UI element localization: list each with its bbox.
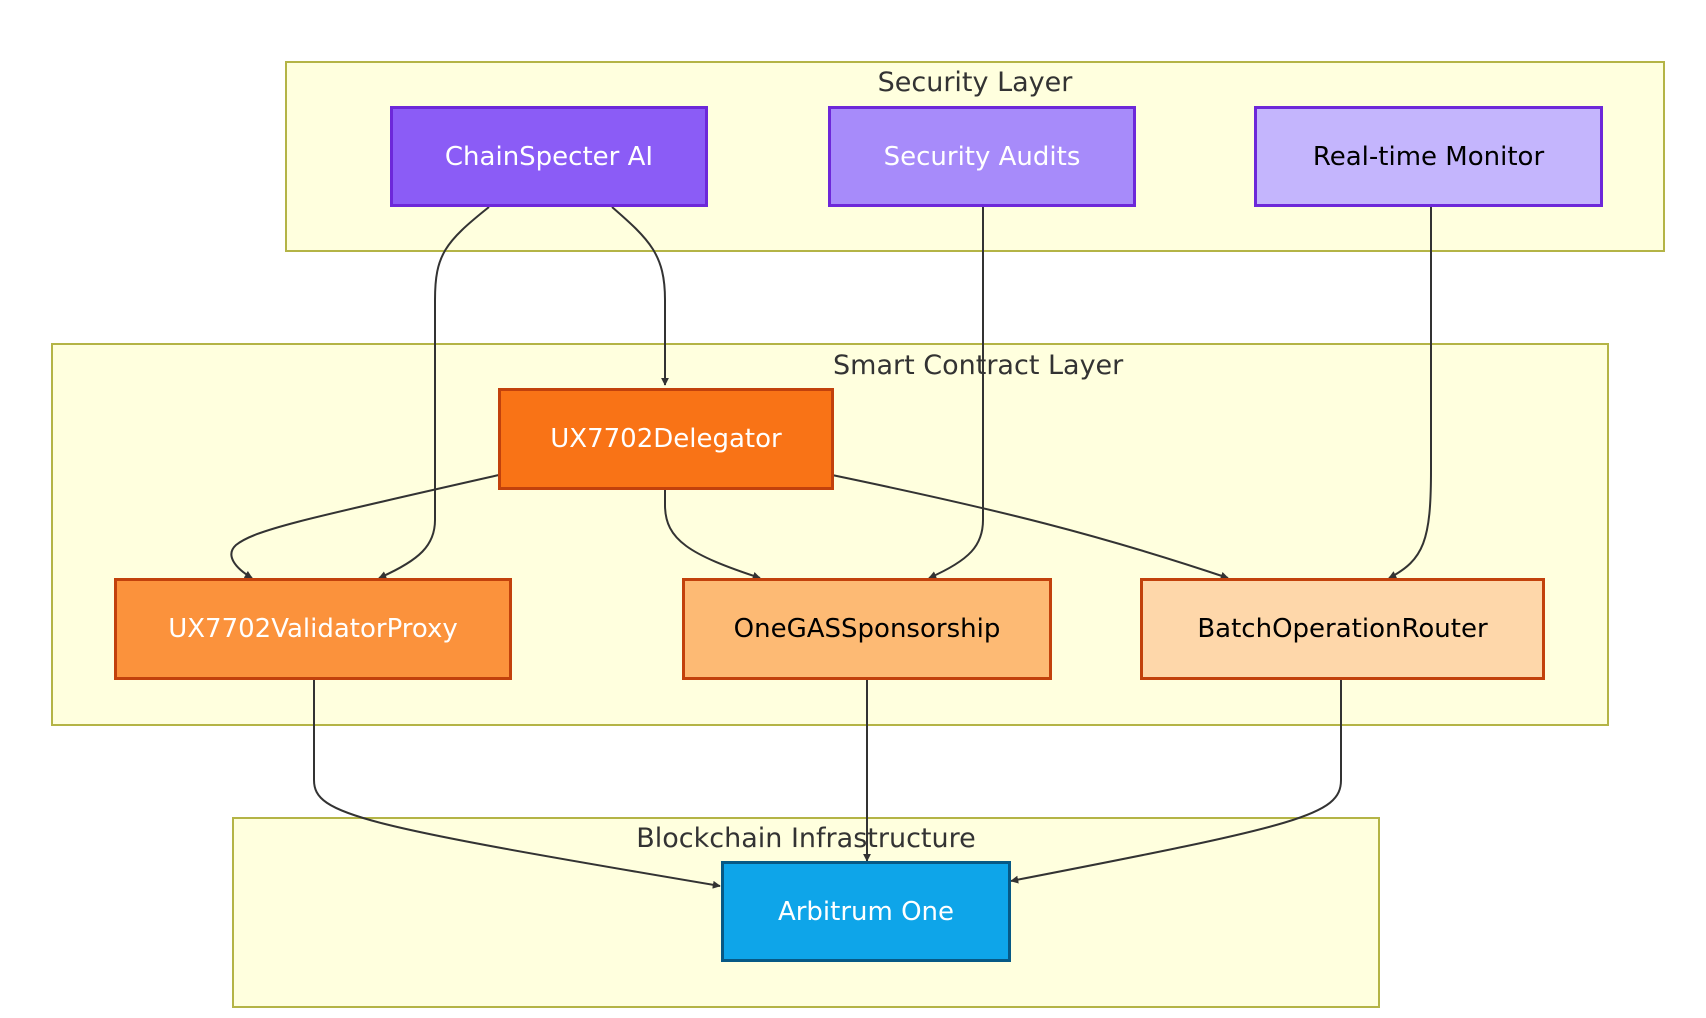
blockchain-infrastructure-title: Blockchain Infrastructure (636, 823, 976, 854)
one-gas-sponsorship-label: OneGASSponsorship (733, 614, 1001, 644)
ux7702-delegator-node: UX7702Delegator (498, 388, 834, 490)
security-layer-title: Security Layer (877, 67, 1073, 98)
ux7702-validator-proxy-node: UX7702ValidatorProxy (114, 578, 512, 680)
ux7702-validator-proxy-label: UX7702ValidatorProxy (168, 614, 458, 644)
arbitrum-one-label: Arbitrum One (777, 896, 955, 927)
real-time-monitor-node: Real-time Monitor (1254, 106, 1603, 207)
security-audits-node: Security Audits (828, 106, 1136, 207)
one-gas-sponsorship-node: OneGASSponsorship (682, 578, 1052, 680)
real-time-monitor-label: Real-time Monitor (1312, 141, 1545, 172)
arbitrum-one-node: Arbitrum One (721, 861, 1011, 962)
batch-operation-router-node: BatchOperationRouter (1140, 578, 1545, 680)
batch-operation-router-label: BatchOperationRouter (1197, 614, 1488, 644)
smart-contract-layer-title: Smart Contract Layer (833, 350, 1124, 381)
security-audits-label: Security Audits (883, 141, 1081, 172)
ux7702-delegator-label: UX7702Delegator (550, 424, 782, 454)
chainspecter-ai-label: ChainSpecter AI (444, 141, 654, 172)
chainspecter-ai-node: ChainSpecter AI (390, 106, 708, 207)
